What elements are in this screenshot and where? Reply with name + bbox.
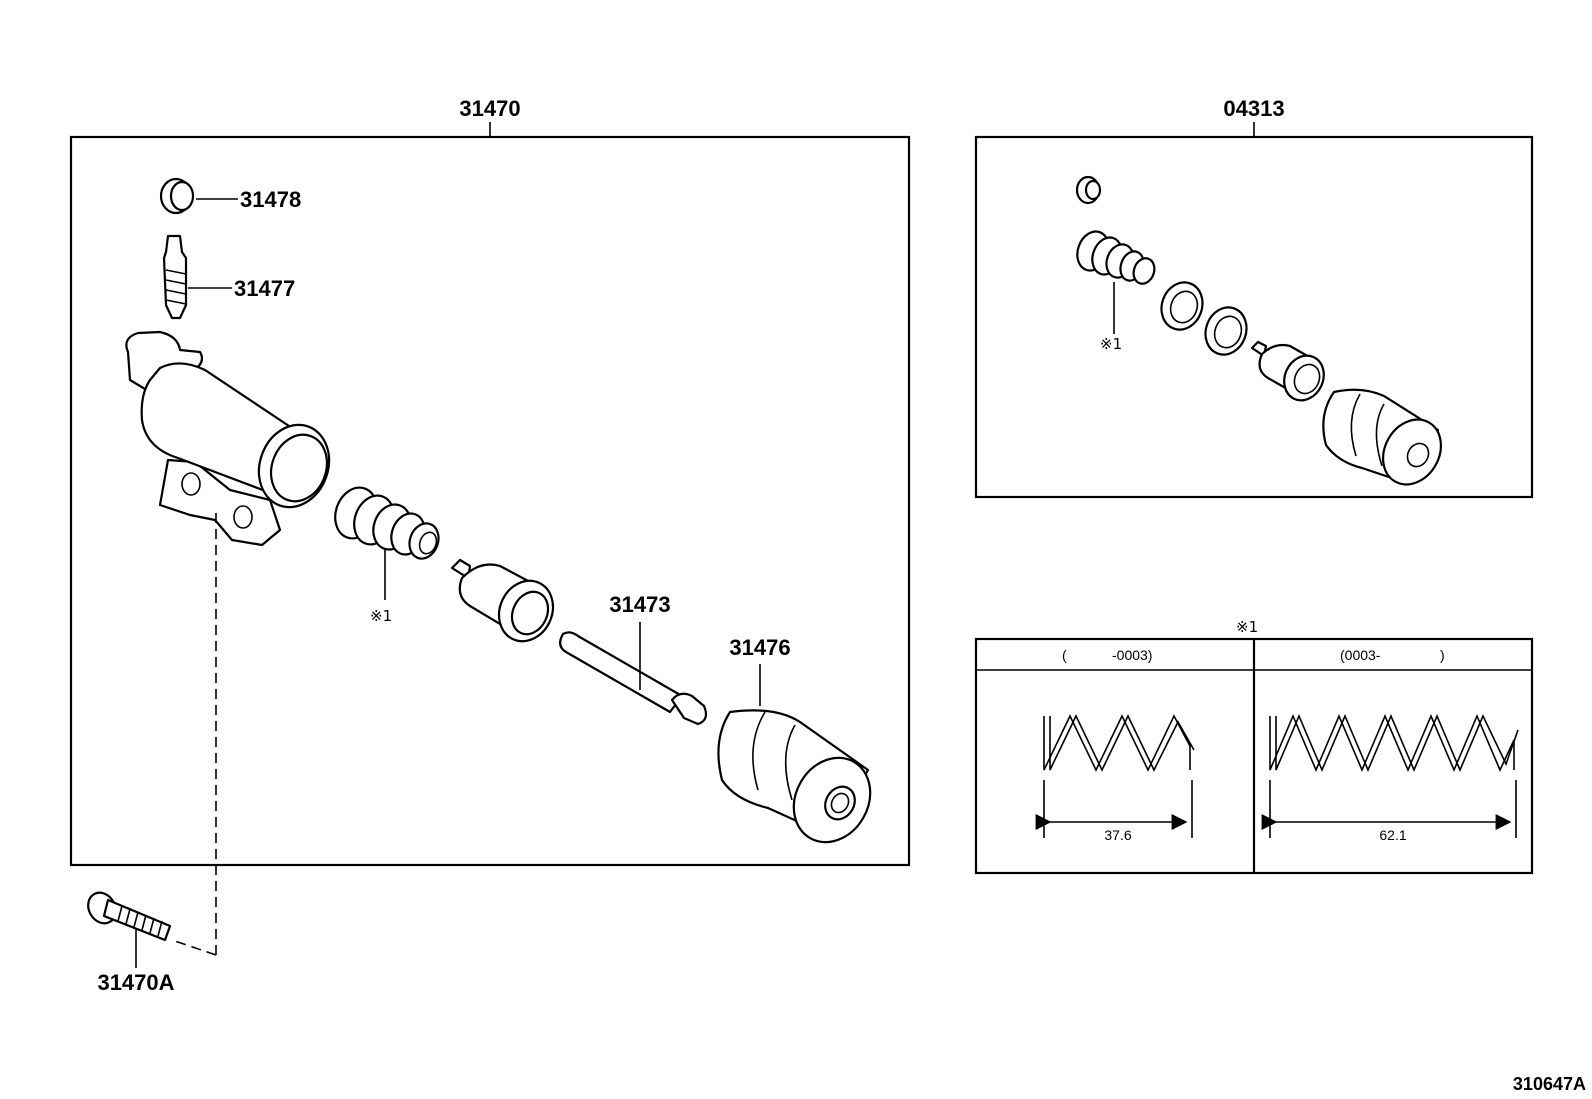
push-rod-label: 31473: [609, 592, 670, 617]
kit-boot: [1322, 388, 1443, 486]
kit-seal-1: [1160, 281, 1204, 331]
bleeder-cap-part[interactable]: 31478: [159, 177, 301, 215]
bleeder-cap-label: 31478: [240, 187, 301, 212]
bleeder-plug-label: 31477: [234, 276, 295, 301]
bolt-part[interactable]: 31470A: [83, 888, 175, 995]
col2-header-range: ): [1440, 647, 1445, 663]
repair-kit-label: 04313: [1223, 96, 1284, 121]
push-rod-part[interactable]: 31473: [559, 592, 708, 726]
main-assembly-label: 31470: [459, 96, 520, 121]
col1-header-open: (: [1062, 647, 1067, 663]
kit-seal-2: [1204, 306, 1248, 356]
bolt-label: 31470A: [97, 970, 174, 995]
repair-kit-frame: 04313: [974, 96, 1534, 499]
boot-label: 31476: [729, 635, 790, 660]
kit-bleeder-cap: [1075, 175, 1102, 205]
spring-set-part[interactable]: ※1: [328, 482, 443, 625]
boot-part[interactable]: 31476: [717, 635, 885, 856]
piston-part[interactable]: [450, 558, 563, 650]
col2-header-open: (0003-: [1340, 647, 1381, 663]
long-spring-figure: 62.1: [1261, 713, 1519, 843]
main-assembly-frame: 31470: [69, 96, 911, 867]
bleeder-plug-part[interactable]: 31477: [162, 234, 295, 320]
spring-note-main: ※1: [370, 607, 392, 625]
col1-header-range: -0003): [1112, 647, 1152, 663]
bolt-leader-line-2: [171, 939, 217, 956]
spring-table-note: ※1: [1236, 618, 1258, 636]
short-spring-length: 37.6: [1104, 827, 1131, 843]
cylinder-body-part[interactable]: [125, 330, 340, 547]
long-spring-length: 62.1: [1379, 827, 1406, 843]
figure-code: 310647A: [1513, 1074, 1586, 1094]
short-spring-figure: 37.6: [1035, 714, 1195, 843]
spring-table: ※1 ( -0003) (0003- ) 37.6 62.1: [974, 618, 1534, 875]
kit-spring-set: ※1: [1076, 230, 1156, 353]
spring-note-kit: ※1: [1100, 335, 1122, 353]
kit-piston: [1250, 340, 1325, 402]
